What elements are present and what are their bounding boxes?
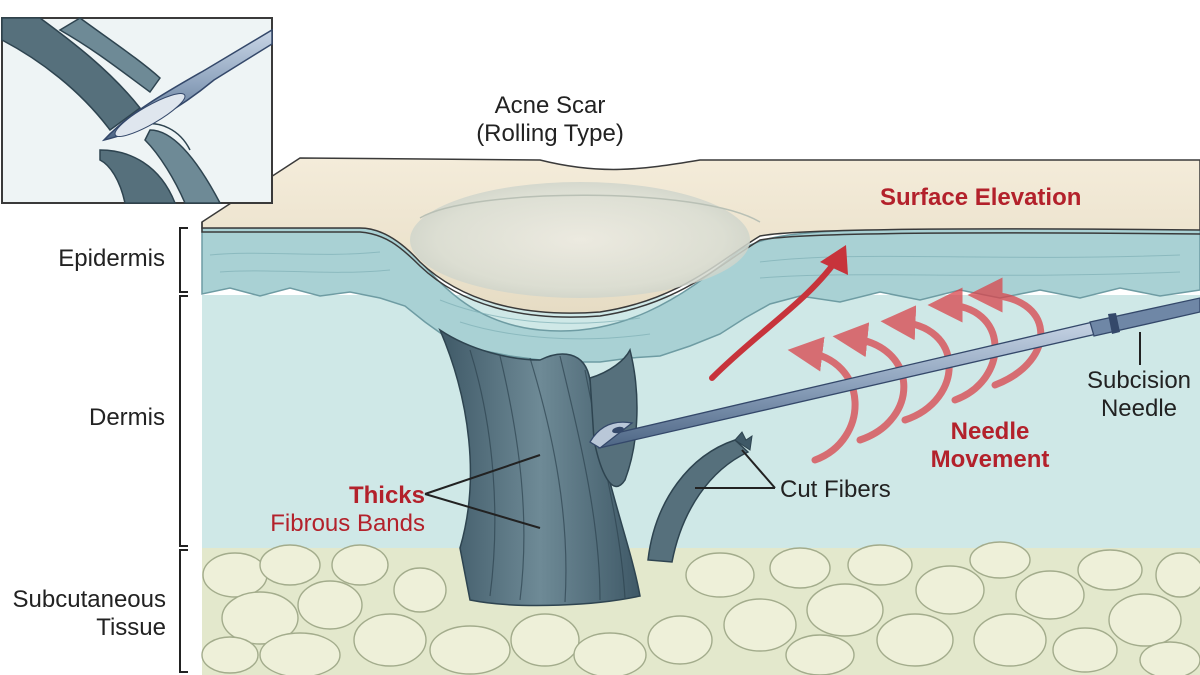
subcision-needle bbox=[589, 297, 1200, 449]
fibrous-bands-label-line1: Thicks bbox=[348, 482, 425, 509]
inset-detail bbox=[1, 17, 273, 204]
epidermis-texture bbox=[209, 251, 1181, 340]
fat-lobules bbox=[201, 541, 1200, 675]
cut-fiber-tip bbox=[734, 431, 753, 451]
leader-lines bbox=[424, 332, 1141, 529]
subcision-needle-label: Subcision Needle bbox=[1078, 367, 1200, 423]
rolling-scar-depression bbox=[410, 182, 750, 298]
fibrous-bands-label-line2: Fibrous Bands bbox=[270, 510, 425, 537]
cut-fiber-stump bbox=[647, 439, 750, 563]
surface-elevation-label: Surface Elevation bbox=[880, 184, 1082, 211]
surface-elevation-arrow bbox=[709, 252, 843, 381]
subcision-needle-label-line2: Needle bbox=[1100, 395, 1178, 422]
scar-title: Acne Scar (Rolling Type) bbox=[440, 92, 660, 148]
scar-title-line1: Acne Scar bbox=[494, 92, 606, 119]
cut-fibers-label: Cut Fibers bbox=[780, 476, 891, 503]
subcutaneous-label: Subcutaneous Tissue bbox=[0, 586, 166, 642]
surface-elevation-arrowhead bbox=[820, 245, 848, 275]
scar-rim bbox=[419, 194, 761, 223]
subcutaneous-label-line1: Subcutaneous bbox=[12, 586, 166, 613]
subcision-needle-label-line1: Subcision bbox=[1086, 367, 1192, 394]
dermis-label: Dermis bbox=[89, 404, 165, 431]
skin-front-edge bbox=[201, 222, 1200, 318]
fibrous-band-strands bbox=[469, 349, 626, 603]
fibrous-bands-label: Thicks Fibrous Bands bbox=[250, 482, 425, 538]
layer-brackets bbox=[179, 227, 188, 673]
epidermis-label: Epidermis bbox=[58, 245, 165, 272]
fibrous-band-main bbox=[438, 327, 641, 607]
needle-movement-label: Needle Movement bbox=[920, 418, 1060, 474]
needle-movement-label-line1: Needle bbox=[950, 418, 1030, 445]
scar-title-line2: (Rolling Type) bbox=[476, 120, 624, 147]
needle-movement-label-line2: Movement bbox=[930, 446, 1050, 473]
subcutaneous-label-line2: Tissue bbox=[96, 614, 166, 641]
